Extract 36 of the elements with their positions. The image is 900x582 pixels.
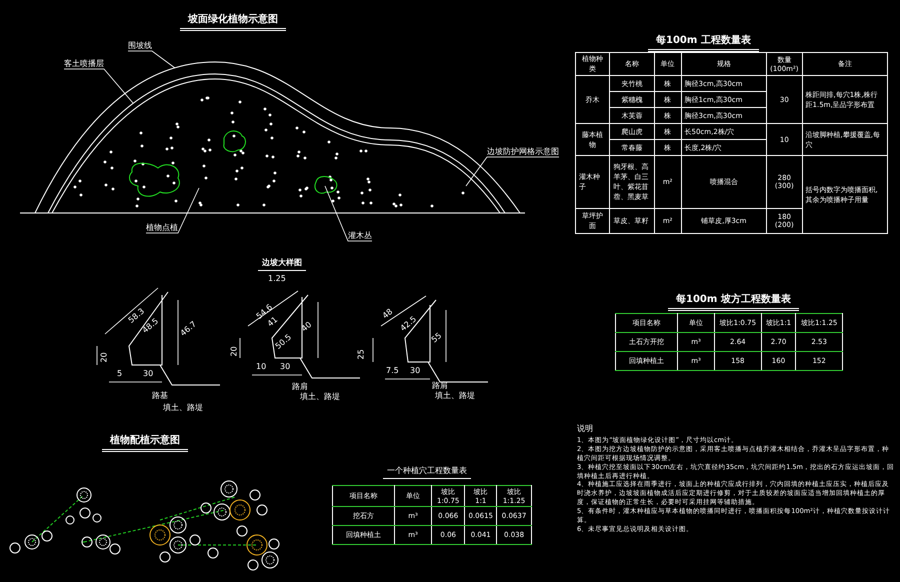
dimension-label: 55 xyxy=(430,332,444,346)
callout-label: 客土喷播层 xyxy=(64,58,104,69)
slope-ratio-label: 1.25 xyxy=(268,275,286,284)
table-title: 一个种植穴工程数量表 xyxy=(383,467,471,479)
dimension-label: 41 xyxy=(266,316,280,330)
soil-label: 填土、路堤 xyxy=(435,392,475,401)
dimension-label: 40 xyxy=(300,320,314,334)
dimension-label: 7.5 xyxy=(386,367,399,376)
soil-label: 填土、路堤 xyxy=(163,404,203,413)
dimension-label: 5 xyxy=(117,370,122,379)
dimension-label: 30 xyxy=(280,363,290,372)
soil-label: 填土、路堤 xyxy=(300,393,340,402)
drawing-title: 植物配植示意图 xyxy=(102,433,188,452)
callout-label: 植物点植 xyxy=(146,222,178,233)
table-title: 每100m 坡方工程数量表 xyxy=(668,292,799,311)
dimension-label: 10 xyxy=(256,363,266,372)
table-title: 每100m 工程数量表 xyxy=(648,33,759,52)
dimension-label: 30 xyxy=(410,367,420,376)
callout-label: 边坡防护网格示意图 xyxy=(487,146,559,157)
leader-line xyxy=(146,188,200,234)
dimension-label: 20 xyxy=(230,346,240,356)
leader-line xyxy=(64,68,134,104)
leader-line xyxy=(128,50,176,68)
notes-heading: 说明 xyxy=(577,425,593,434)
section-title: 边坡大样图 xyxy=(258,259,306,271)
callout-label: 围坡线 xyxy=(128,40,152,51)
dimension-label: 20 xyxy=(100,352,110,362)
ground-label: 路肩 xyxy=(292,383,308,392)
dimension-label: 48 xyxy=(381,308,395,322)
dimension-label: 25 xyxy=(358,349,366,360)
leader-line xyxy=(466,156,560,186)
drawing-title: 坡面绿化植物示意图 xyxy=(180,12,286,31)
leader-line xyxy=(324,186,372,242)
ground-label: 路基 xyxy=(152,392,168,401)
callout-label: 灌木丛 xyxy=(348,230,372,241)
dimension-label: 30 xyxy=(143,370,154,379)
